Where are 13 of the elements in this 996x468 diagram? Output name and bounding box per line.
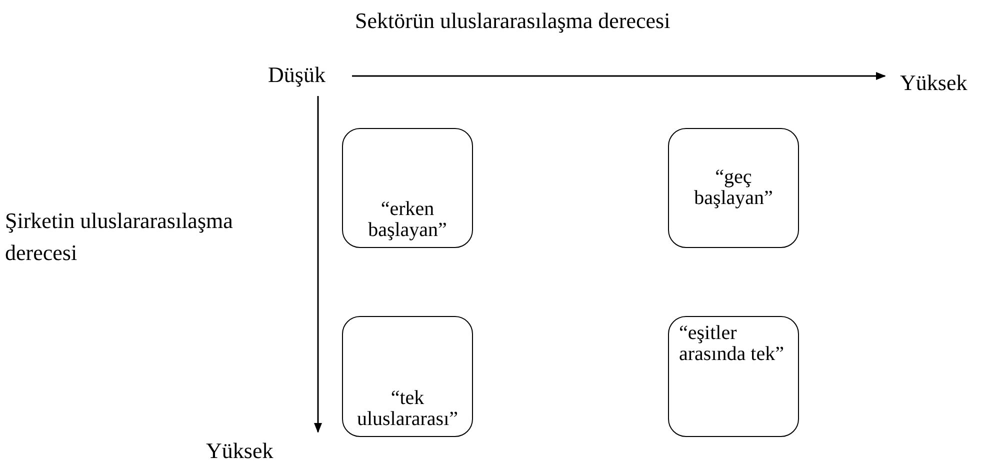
node-label: “erken başlayan” <box>367 199 448 241</box>
axis-title: Şirketin uluslararasılaşma derecesi <box>5 207 234 267</box>
axis-label: Düşük <box>268 62 326 88</box>
node-label: “eşitler arasında tek” <box>679 323 785 365</box>
axis-label: Yüksek <box>900 70 968 96</box>
rounded-box <box>668 316 799 437</box>
node-label: “tek uluslararası” <box>356 388 460 430</box>
axis-label: Yüksek <box>206 438 274 464</box>
rounded-box <box>342 316 473 437</box>
rounded-box <box>668 128 799 248</box>
axis-title: Sektörün uluslararasılaşma derecesi <box>355 8 670 34</box>
node-label: “geç başlayan” <box>693 167 774 209</box>
rounded-box <box>342 128 473 248</box>
